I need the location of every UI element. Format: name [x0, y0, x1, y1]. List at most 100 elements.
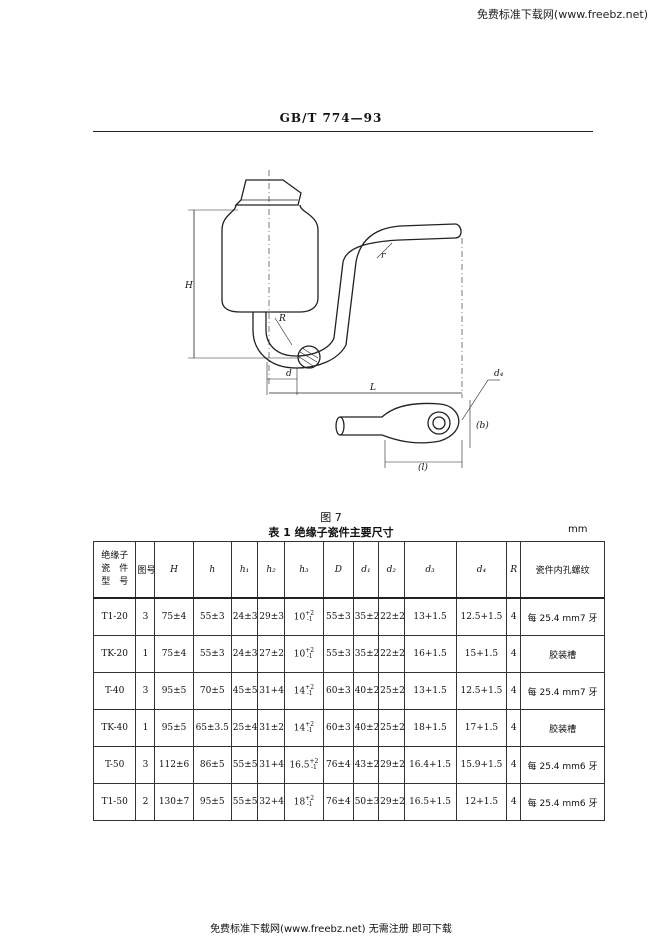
cell-h1: 24±3	[230, 635, 259, 673]
header-model: 绝缘子 瓷 件 型 号	[92, 541, 137, 599]
cell-R: 4	[506, 597, 522, 636]
hook-cross-section	[297, 345, 321, 369]
h3-base: 14	[293, 686, 306, 697]
cell-h1: 24±3	[230, 597, 259, 636]
cell-d3: 13+1.5	[403, 672, 457, 710]
cell-D: 76±4	[323, 746, 354, 784]
cell-fig: 1	[135, 709, 156, 747]
label-d4: d₄	[494, 369, 504, 379]
cell-h: 95±5	[192, 783, 232, 821]
cell-h2: 27±2	[257, 635, 285, 673]
figure-caption: 图 7	[320, 511, 342, 524]
cell-model: TK-20	[92, 635, 137, 673]
cell-fig: 1	[135, 635, 156, 673]
cell-D: 60±3	[323, 709, 354, 747]
cell-h2: 32+4	[257, 783, 285, 821]
insulator-drawing: H R r d L d₄ (b) (l)	[184, 170, 504, 473]
cell-d4: 12.5+1.5	[455, 672, 508, 710]
cell-D: 55±3	[323, 635, 354, 673]
cell-d4: 17+1.5	[455, 709, 508, 747]
cell-h: 70±5	[192, 672, 232, 710]
cell-thread: 每 25.4 mm7 牙	[520, 672, 605, 710]
h3-base: 18	[293, 797, 306, 808]
cell-h2: 31+4	[257, 746, 285, 784]
table-caption: 表 1 绝缘子瓷件主要尺寸	[268, 526, 394, 539]
cell-thread: 每 25.4 mm6 牙	[520, 783, 605, 821]
cell-d4: 15+1.5	[455, 635, 508, 673]
cell-R: 4	[506, 672, 522, 710]
cell-fig: 3	[135, 746, 156, 784]
cell-d2: 25±2	[378, 672, 405, 710]
cell-h2: 31±2	[257, 709, 285, 747]
cell-h1: 55±5	[230, 783, 259, 821]
cell-d1: 40±2	[352, 709, 379, 747]
header-h2: h₂	[257, 541, 285, 599]
h3-base: 16.5	[289, 760, 310, 771]
cell-d3: 16+1.5	[403, 635, 457, 673]
cell-d3: 16.5+1.5	[403, 783, 457, 821]
label-R: R	[278, 314, 286, 324]
label-H: H	[184, 281, 193, 291]
h3-lower: -1	[311, 764, 317, 771]
hook-plan-view	[340, 402, 460, 444]
cell-d4: 15.9+1.5	[455, 746, 508, 784]
cell-R: 4	[506, 635, 522, 673]
cell-D: 55±3	[323, 597, 354, 636]
cell-D: 76±4	[323, 783, 354, 821]
cell-d4: 12.5+1.5	[455, 597, 508, 636]
h3-base: 14	[293, 723, 306, 734]
cell-d2: 29±2	[378, 746, 405, 784]
cell-d3: 16.4+1.5	[403, 746, 457, 784]
bottom-watermark: 免费标准下载网(www.freebz.net) 无需注册 即可下载	[210, 924, 452, 935]
cell-d3: 13+1.5	[403, 597, 457, 636]
cell-thread: 胶装槽	[520, 635, 605, 673]
cell-R: 4	[506, 746, 522, 784]
cell-d2: 22±2	[378, 597, 405, 636]
cell-h: 55±3	[192, 597, 232, 636]
h3-upper: +2	[305, 647, 315, 654]
header-h3: h₃	[283, 541, 325, 599]
cell-H: 95±5	[154, 709, 194, 747]
header-rule	[93, 131, 593, 132]
table-unit: mm	[568, 524, 588, 535]
h3-lower: -1	[306, 690, 313, 697]
label-r: r	[381, 251, 386, 261]
cell-H: 130±7	[154, 783, 194, 821]
top-watermark: 免费标准下载网(www.freebz.net)	[476, 8, 648, 21]
header-d4: d₄	[455, 541, 508, 599]
cell-H: 112±6	[154, 746, 194, 784]
cell-h3: 14+2-1	[283, 672, 325, 710]
cell-R: 4	[506, 709, 522, 747]
h3-upper: +2	[305, 721, 315, 728]
h3-base: 10	[293, 612, 306, 623]
cell-d4: 12+1.5	[455, 783, 508, 821]
header-R: R	[506, 541, 522, 599]
cell-h: 65±3.5	[192, 709, 232, 747]
cell-fig: 2	[135, 783, 156, 821]
header-d3: d₃	[403, 541, 457, 599]
cell-D: 60±3	[323, 672, 354, 710]
h3-tolerance: +2-1	[305, 796, 314, 808]
h3-tolerance: +2-1	[305, 648, 314, 660]
cell-h3: 18+2-1	[283, 783, 325, 821]
header-h1: h₁	[230, 541, 259, 599]
cell-d1: 40±2	[352, 672, 379, 710]
insulator-neck	[221, 204, 319, 313]
cell-thread: 每 25.4 mm6 牙	[520, 746, 605, 784]
h3-upper: +2	[309, 758, 319, 765]
cell-model: T1-20	[92, 597, 137, 636]
cell-fig: 3	[135, 672, 156, 710]
cell-fig: 3	[135, 597, 156, 636]
cell-h1: 25±4	[230, 709, 259, 747]
cell-d1: 50±3	[352, 783, 379, 821]
cell-h1: 55±5	[230, 746, 259, 784]
cell-d2: 29±2	[378, 783, 405, 821]
h3-lower: -1	[306, 653, 313, 660]
label-d: d	[286, 369, 292, 379]
cell-h3: 10+2-1	[283, 597, 325, 636]
insulator-cap	[234, 179, 302, 206]
